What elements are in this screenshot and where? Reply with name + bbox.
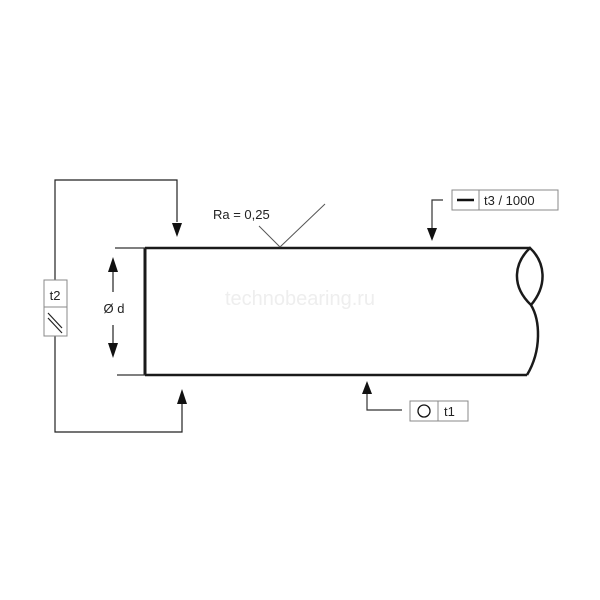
- roundness-leader: [362, 381, 402, 411]
- roundness-value: t1: [444, 404, 455, 419]
- arrow-down-icon: [172, 223, 182, 237]
- circularity-icon: [417, 404, 431, 418]
- arrow-down-icon: [427, 228, 437, 241]
- watermark: technobearing.ru: [225, 288, 375, 310]
- roughness-label: Ra = 0,25: [213, 207, 270, 222]
- straightness-leader: [427, 199, 443, 241]
- roundness-tolerance-frame: [409, 400, 469, 422]
- arrow-down-icon: [108, 343, 118, 358]
- parallelism-icon: [47, 312, 63, 334]
- straightness-value: t3 / 1000: [484, 193, 535, 208]
- parallelism-tolerance-frame: [43, 279, 68, 337]
- parallelism-leader: [54, 179, 187, 433]
- diameter-label: Ø d: [104, 301, 125, 316]
- arrow-up-icon: [108, 257, 118, 272]
- arrow-up-icon: [177, 389, 187, 404]
- diameter-dimension: [108, 257, 118, 358]
- straightness-tolerance-frame: [451, 189, 559, 211]
- shaft-body: [143, 246, 544, 377]
- roughness-symbol: [258, 203, 326, 248]
- arrow-up-icon: [362, 381, 372, 394]
- parallelism-value: t2: [50, 288, 61, 303]
